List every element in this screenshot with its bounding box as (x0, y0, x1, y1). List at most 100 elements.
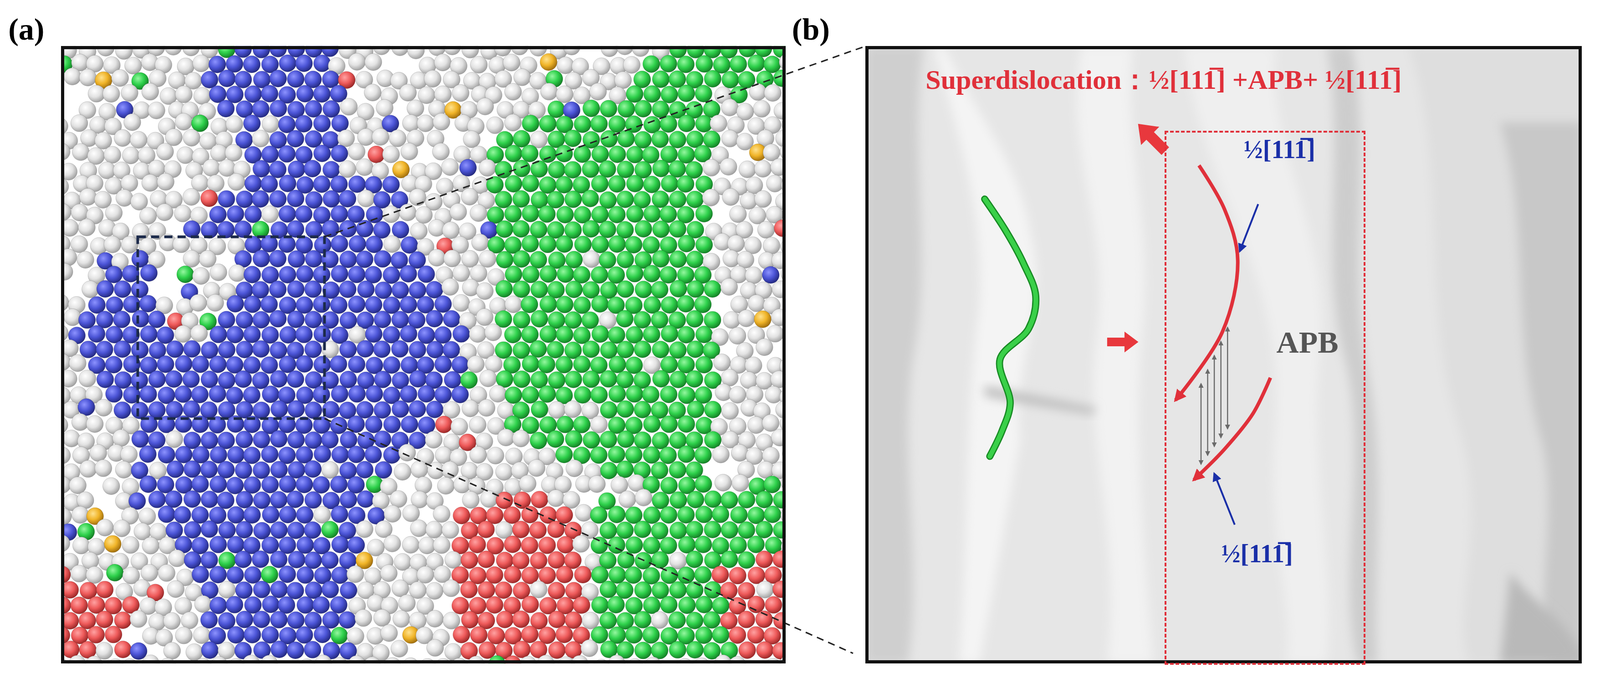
atom (305, 130, 323, 148)
atom (227, 626, 245, 644)
atom (652, 340, 670, 358)
atom (485, 566, 504, 584)
atom (444, 551, 462, 569)
atom (313, 144, 331, 163)
atom (207, 174, 225, 193)
atom (710, 114, 728, 133)
atom (643, 205, 661, 223)
atom (617, 160, 635, 179)
atom (260, 85, 279, 103)
atom (165, 521, 184, 539)
atom (678, 596, 696, 614)
atom (373, 430, 392, 448)
atom (111, 69, 129, 87)
atom (270, 430, 288, 448)
atom (175, 85, 193, 103)
atom (114, 640, 132, 659)
isosurface (865, 46, 1582, 664)
atom (425, 310, 444, 328)
atom (79, 68, 97, 87)
atom (235, 340, 254, 358)
atom (365, 235, 384, 254)
atom (537, 355, 556, 374)
atom (486, 116, 504, 134)
atom (261, 145, 279, 164)
atom (617, 430, 635, 448)
atom (165, 490, 183, 508)
atom (677, 326, 696, 344)
atom (651, 130, 669, 149)
atom (695, 235, 713, 254)
atom (452, 264, 471, 282)
atom (406, 99, 425, 118)
atom (669, 250, 687, 268)
atom (340, 430, 358, 449)
atom (270, 640, 288, 658)
atom (94, 459, 113, 477)
atom (521, 386, 540, 404)
atom (470, 204, 488, 222)
atom (756, 338, 774, 356)
atom (120, 174, 139, 192)
atom (234, 550, 252, 568)
atom (591, 205, 609, 224)
atom (366, 205, 384, 224)
atom (296, 506, 314, 524)
atom (512, 220, 530, 238)
atom (373, 608, 391, 627)
atom (313, 54, 331, 72)
atom (633, 431, 652, 449)
atom (383, 534, 401, 553)
atom (331, 235, 349, 253)
atom (218, 311, 236, 329)
atom (625, 536, 644, 554)
atom (580, 639, 599, 657)
atom (504, 326, 522, 344)
apb-arrow (1226, 327, 1228, 429)
atom (714, 474, 732, 492)
atom (704, 581, 722, 599)
apb-arrow (1220, 341, 1222, 438)
atom (669, 131, 687, 149)
atom (720, 581, 738, 599)
atom (600, 461, 618, 480)
atom (330, 175, 348, 193)
atom (643, 265, 661, 283)
atom (262, 595, 280, 614)
atom (531, 400, 549, 419)
atom (521, 506, 539, 524)
atom (608, 205, 626, 224)
atom (102, 477, 120, 495)
atom (78, 369, 97, 388)
atom (175, 445, 193, 464)
atom (495, 463, 513, 481)
atom (96, 280, 114, 298)
atom (303, 159, 322, 178)
atom (399, 385, 418, 403)
atom (757, 220, 775, 239)
atom (711, 565, 729, 583)
atom (81, 280, 100, 298)
leader-arrow (1214, 473, 1235, 525)
atom (582, 431, 601, 449)
atom (63, 308, 82, 326)
atom (260, 565, 279, 583)
atom (460, 188, 479, 206)
atom (721, 71, 740, 89)
atom (330, 475, 348, 493)
atom (591, 295, 609, 313)
atom (745, 266, 763, 284)
atom (723, 311, 741, 329)
atom (442, 341, 461, 359)
atom (224, 144, 243, 162)
atom (731, 474, 750, 492)
atom (745, 356, 763, 374)
atom (529, 431, 547, 450)
atom (363, 83, 382, 102)
atom (304, 401, 323, 419)
atom (261, 626, 279, 644)
atom (313, 355, 332, 374)
atom (564, 129, 582, 148)
atom (626, 205, 644, 223)
atom (720, 521, 739, 539)
